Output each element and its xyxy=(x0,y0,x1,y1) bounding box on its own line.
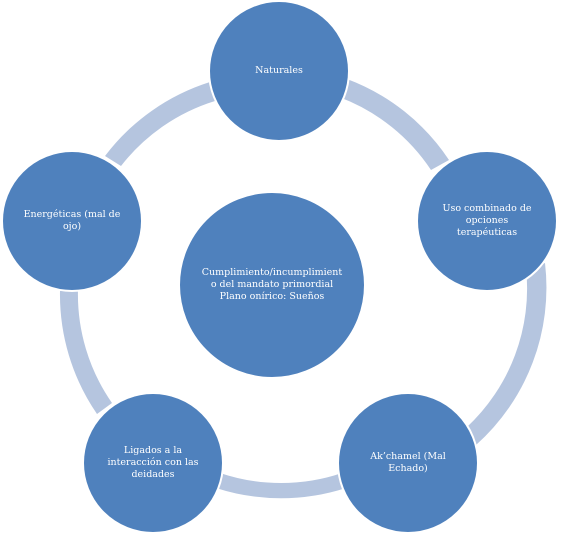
node-circle-akchamel xyxy=(337,392,479,534)
node-label-ligados-deidades: Ligados a la interacción con las deidade… xyxy=(107,445,199,480)
center-circle xyxy=(178,191,366,379)
node-circle-energeticas xyxy=(1,150,143,292)
connector-arc-akchamel-ligados xyxy=(216,473,346,499)
connector-arc-uso-akchamel xyxy=(466,263,547,445)
node-label-naturales: Naturales xyxy=(255,65,303,76)
center-label: Cumplimiento/incumplimient o del mandato… xyxy=(201,267,343,302)
node-circle-uso-combinado xyxy=(416,150,558,292)
connector-arc-naturales-uso xyxy=(339,79,449,170)
node-label-uso-combinado: Uso combinado de opciones terapéuticas xyxy=(442,203,532,238)
node-label-akchamel: Ak’chamel (Mal Echado) xyxy=(370,451,446,474)
node-circle-naturales xyxy=(208,0,350,142)
connector-arc-energeticas-naturales xyxy=(105,82,215,166)
connector-arc-ligados-energeticas xyxy=(59,289,112,414)
node-circle-ligados-deidades xyxy=(82,392,224,534)
node-label-energeticas: Energéticas (mal de ojo) xyxy=(23,209,121,232)
